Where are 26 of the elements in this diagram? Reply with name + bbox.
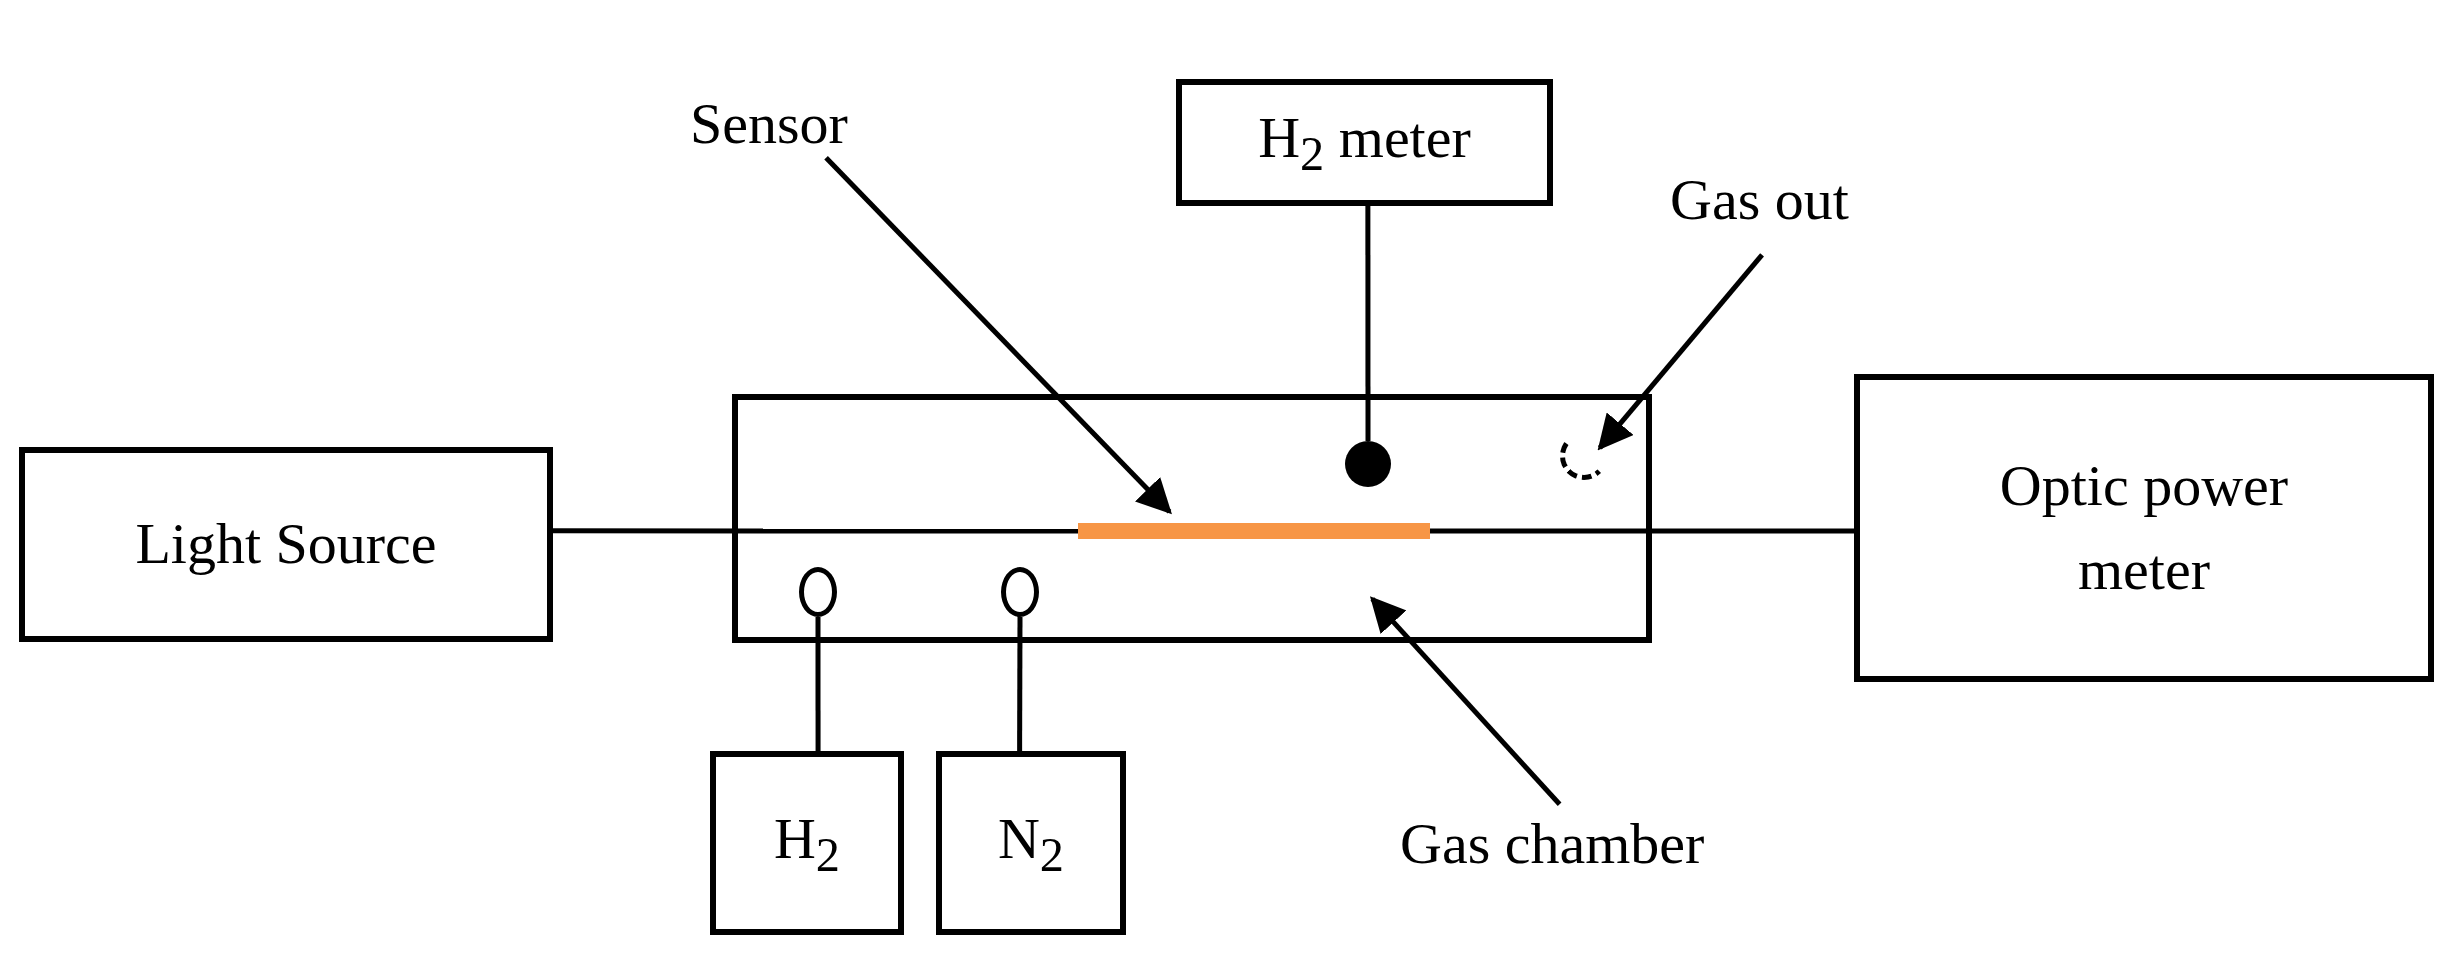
gas-cylinder-box <box>710 751 904 935</box>
callout-label: Gas out <box>1670 168 1930 238</box>
sensor-strip <box>1078 523 1430 539</box>
box-label: N$_{2}$ <box>997 804 1065 883</box>
connector-line <box>1017 617 1023 751</box>
box-label: Optic power meter <box>1998 451 2290 604</box>
gas-inlet-port <box>799 567 837 617</box>
instrument-box <box>19 447 553 642</box>
box-label: H$_{2}$ meter <box>1258 104 1471 182</box>
box-label: Light Source <box>135 510 437 579</box>
sensor-probe-dot <box>1345 441 1391 487</box>
leader-line <box>1369 596 1562 806</box>
instrument-box <box>1854 374 2434 682</box>
gas-inlet-port <box>1001 567 1039 617</box>
connector-line <box>553 528 1078 534</box>
connector-line <box>1365 206 1371 441</box>
callout-label: Gas chamber <box>1400 812 1820 882</box>
instrument-box <box>1176 79 1553 206</box>
box-label: H$_{2}$ <box>773 804 841 883</box>
callout-label: Sensor <box>690 92 930 162</box>
connector-line <box>815 617 821 751</box>
gas-chamber-box <box>732 394 1652 643</box>
leader-line <box>1597 253 1764 451</box>
gas-cylinder-box <box>936 751 1126 935</box>
leader-line <box>824 156 1172 515</box>
connector-line <box>1430 528 1854 534</box>
